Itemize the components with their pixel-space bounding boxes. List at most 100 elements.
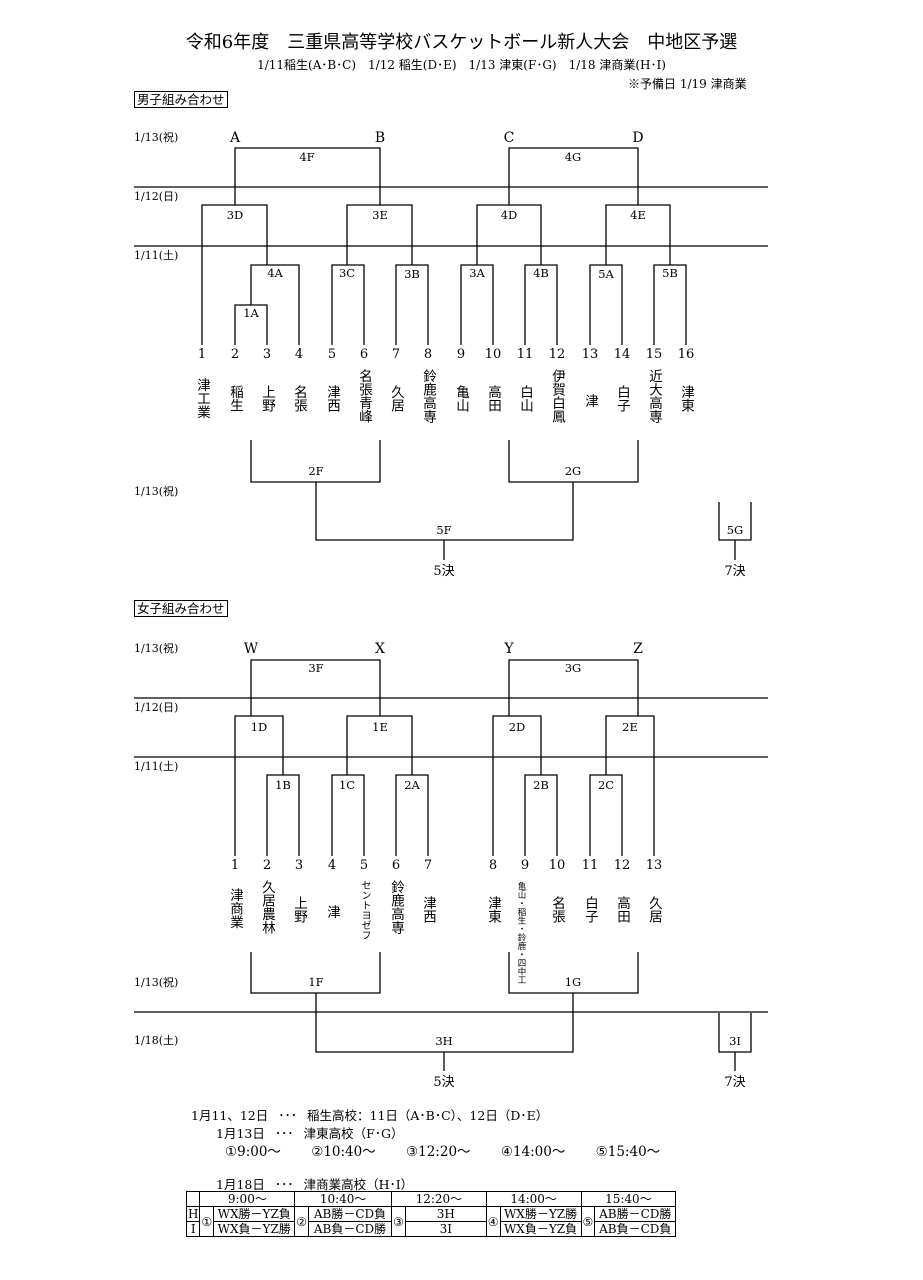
slot-mark: ② [294,1206,309,1237]
boys-place-7: 7決 [724,564,745,579]
girls-section-label: 女子組み合わせ [134,600,228,617]
boys-team-num: 11 [517,347,534,362]
table-row: H ① WX勝－YZ負 ② AB勝－CD負 ③ 3H ④ WX勝－YZ勝 ⑤ A… [185,1206,677,1237]
boys-date-2: 1/12(日) [134,190,178,203]
boys-team-num: 15 [646,347,663,362]
girls-game-1g: 1G [565,975,582,989]
girls-game-2e: 2E [622,720,638,734]
boys-team-name: 津 [582,394,598,408]
schedule-times: ①9:00～ ②10:40～ ③12:20～ ④14:00～ ⑤15:40～ [225,1140,660,1160]
girls-bracket: 1/13(祝) 1/12(日) 1/11(土) 1/13(祝) 1/18(土) … [134,641,768,1090]
boys-team-num: 3 [263,347,271,362]
page-title: 令和6年度 三重県高等学校バスケットボール新人大会 中地区予選 [185,32,738,53]
boys-place-5: 5決 [433,564,454,579]
table-header: 15:40～ [580,1191,677,1207]
girls-team-name: 久居農林 [259,880,275,934]
girls-team-name: 亀山・稲生・鈴鹿・四中工 [516,882,526,984]
schedule-dots: ･･･ [274,1177,294,1192]
table-cell: AB勝－CD負 [308,1206,392,1222]
table-cell: 3H [404,1206,487,1222]
girls-team-num: 4 [328,858,336,873]
schedule-venue: 稲生高校：11日（A･B･C）、12日（D･E） [307,1108,549,1123]
girls-game-3i: 3I [729,1034,741,1048]
boys-game-5b: 5B [662,266,678,280]
girls-team-num: 1 [231,858,239,873]
boys-game-3e: 3E [372,208,388,222]
boys-team-num: 6 [360,347,368,362]
boys-team-name: 白子 [614,385,630,412]
slot-mark: ① [199,1206,215,1237]
slot-mark: ④ [485,1206,501,1237]
boys-team-num: 13 [582,347,599,362]
boys-team-name: 津東 [678,385,694,412]
time-slot: ①9:00～ [225,1144,281,1160]
boys-bracket: 1/13(祝) 1/12(日) 1/11(土) 1/13(祝) A B C D … [134,130,768,579]
boys-team-name: 名張 [291,385,307,412]
boys-team-name: 津西 [324,385,340,412]
boys-game-4a: 4A [267,266,283,280]
row-label: I [185,1221,201,1237]
boys-team-num: 9 [457,347,465,362]
girls-seed-w: W [244,641,259,657]
girls-game-2a: 2A [404,778,420,792]
time-slot: ②10:40～ [311,1144,376,1160]
girls-place-7: 7決 [724,1075,745,1090]
schedule-venue: 津東高校（F･G） [303,1126,404,1141]
girls-team-num: 9 [521,858,529,873]
girls-team-num: 6 [392,858,400,873]
placement-schedule-table: 9:00～ 10:40～ 12:20～ 14:00～ 15:40～ H ① WX… [185,1191,677,1237]
girls-team-name: セントヨゼフ [359,880,370,940]
table-cell: AB勝－CD勝 [594,1206,677,1222]
girls-date-2: 1/12(日) [134,701,178,714]
time-slot: ③12:20～ [406,1144,471,1160]
girls-team-num: 8 [489,858,497,873]
table-corner [185,1191,201,1207]
girls-team-num: 7 [424,858,432,873]
boys-date-4: 1/13(祝) [134,484,178,498]
boys-game-3c: 3C [339,266,355,280]
schedule-line-3: 1月18日 ･･･ 津商業高校（H･I） [216,1174,413,1193]
girls-team-name: 白子 [582,896,598,923]
boys-date-3: 1/11(土) [134,249,178,262]
boys-section-label: 男子組み合わせ [134,91,228,108]
girls-team-num: 13 [646,858,663,873]
girls-game-1c: 1C [339,778,355,792]
boys-team-num: 7 [392,347,400,362]
girls-team-name: 高田 [614,896,630,923]
table-cell: WX勝－YZ負 [213,1206,296,1222]
boys-game-4f: 4F [299,150,314,164]
row-label: H [185,1206,201,1222]
boys-game-3a: 3A [469,266,485,280]
boys-team-num: 10 [485,347,502,362]
girls-team-name: 名張 [549,896,565,923]
boys-seed-a: A [229,130,241,146]
girls-game-1f: 1F [308,975,323,989]
slot-mark: ③ [391,1206,406,1237]
table-header: 10:40～ [294,1191,392,1207]
girls-team-name: 鈴鹿高専 [388,880,404,934]
reserve-day-note: ※予備日 1/19 津商業 [628,77,747,91]
boys-team-num: 16 [678,347,695,362]
girls-seed-y: Y [503,641,514,657]
schedule-dots: ･･･ [278,1108,298,1123]
boys-game-2g: 2G [565,464,582,478]
boys-team-num: 12 [549,347,566,362]
girls-game-2c: 2C [598,778,614,792]
girls-date-3: 1/11(土) [134,760,178,773]
girls-date-5: 1/18(土) [134,1034,178,1047]
boys-team-name: 亀山 [453,385,469,412]
girls-team-name: 上野 [291,896,307,923]
boys-seed-d: D [632,130,643,146]
boys-game-4d: 4D [501,208,518,222]
girls-team-num: 2 [263,858,271,873]
girls-game-3g: 3G [565,661,582,675]
girls-seed-z: Z [633,641,643,657]
girls-team-name: 久居 [646,896,662,923]
boys-date-1: 1/13(祝) [134,130,178,144]
girls-seed-x: X [375,641,385,657]
boys-game-3b: 3B [404,267,420,281]
boys-team-name: 津工業 [194,378,210,419]
girls-team-name: 津西 [420,896,436,923]
girls-game-1b: 1B [275,778,291,792]
boys-team-name: 白山 [517,385,533,412]
